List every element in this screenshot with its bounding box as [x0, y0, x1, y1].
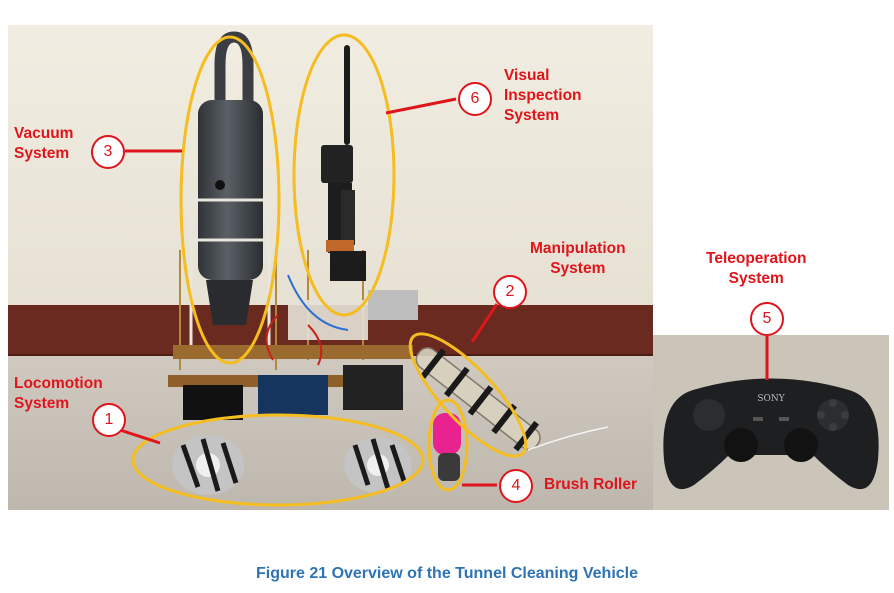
marker-6: 6 — [458, 82, 492, 116]
figure-caption: Figure 21 Overview of the Tunnel Cleanin… — [255, 565, 639, 582]
controller-photo: SONY — [653, 335, 889, 510]
controller-brand: SONY — [757, 394, 785, 404]
label-vacuum-system: Vacuum System — [14, 125, 74, 162]
marker-2: 2 — [493, 275, 527, 309]
label-visual-inspection-system: Visual Inspection System — [504, 67, 582, 124]
label-locomotion-system: Locomotion System — [14, 375, 103, 412]
label-teleoperation-system: Teleoperation System — [706, 250, 807, 287]
label-manipulation-system: Manipulation System — [530, 240, 626, 277]
marker-3: 3 — [91, 135, 125, 169]
robot-photo — [8, 25, 653, 510]
label-brush-roller: Brush Roller — [544, 476, 638, 493]
marker-1: 1 — [92, 403, 126, 437]
marker-4: 4 — [499, 469, 533, 503]
marker-5: 5 — [750, 302, 784, 336]
